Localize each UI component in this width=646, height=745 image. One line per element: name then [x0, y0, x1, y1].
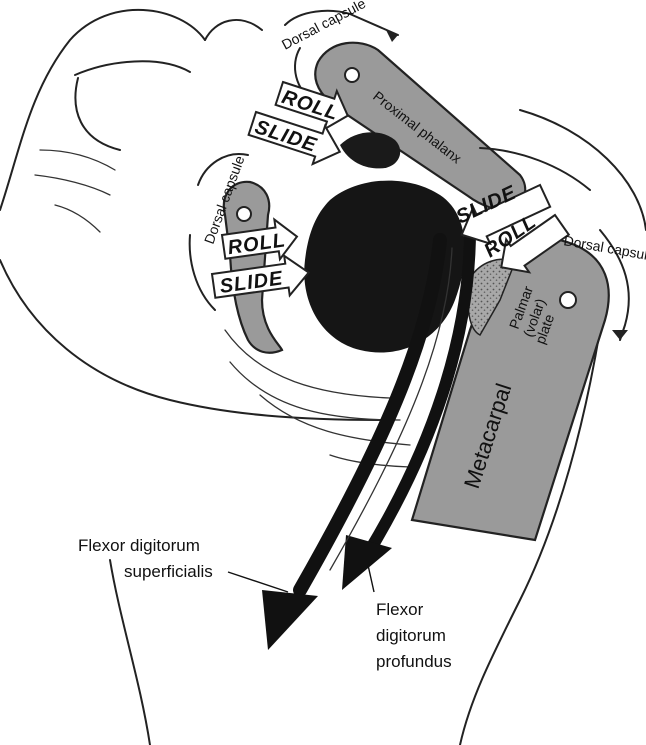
fdp-arrowhead	[342, 535, 392, 590]
fds-leader-line	[228, 572, 288, 592]
label-fdp-line2: digitorum	[376, 626, 446, 645]
label-fds-line2: superficialis	[124, 562, 213, 581]
joint-axis-mcp	[560, 292, 576, 308]
label-fds-line1: Flexor digitorum	[78, 536, 200, 555]
joint-axis-mcp-proximal	[345, 68, 359, 82]
tendon-sheath	[340, 132, 400, 168]
label-fdp-line3: profundus	[376, 652, 452, 671]
label-fdp-line1: Flexor	[376, 600, 424, 619]
fds-arrowhead	[262, 590, 318, 650]
joint-axis-pip	[237, 207, 251, 221]
fdp-leader-line	[368, 565, 374, 592]
